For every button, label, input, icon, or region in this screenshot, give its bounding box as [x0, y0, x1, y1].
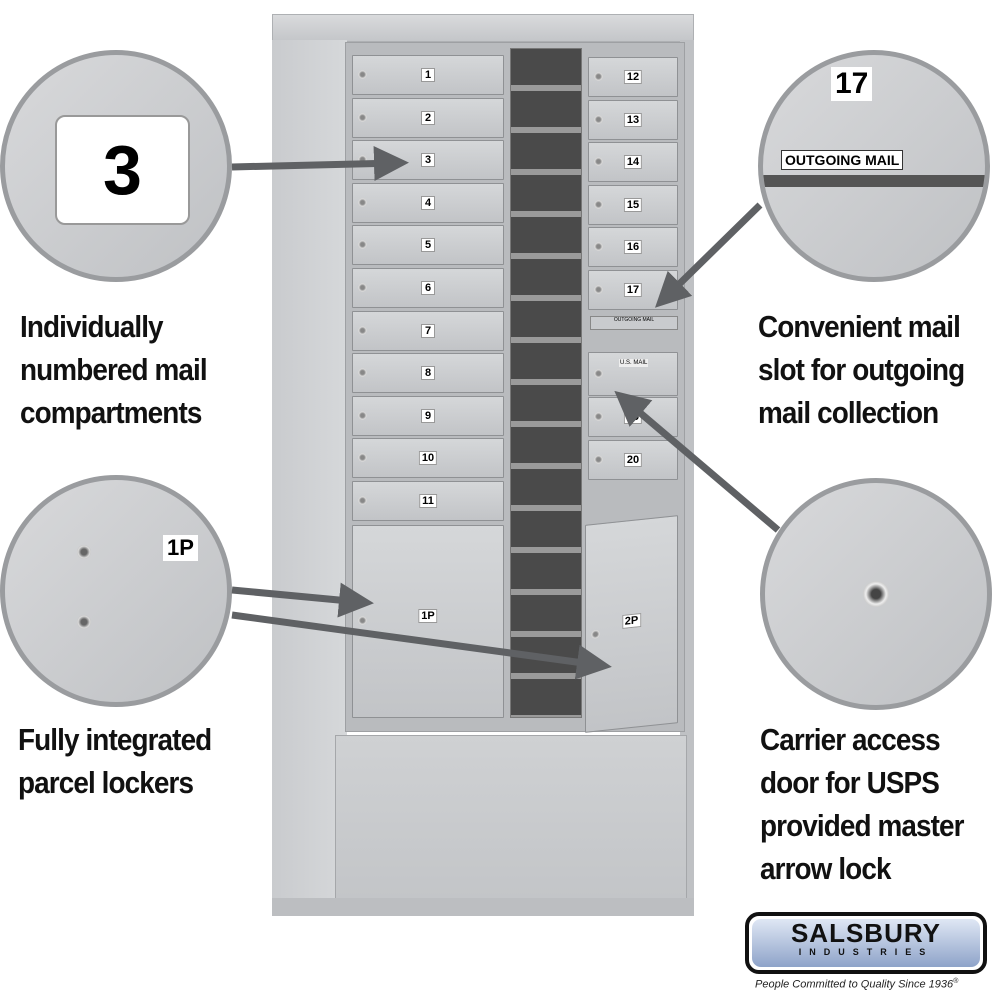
- mail-door[interactable]: 11: [352, 481, 504, 521]
- usps-label: U.S. MAIL: [619, 359, 649, 367]
- lock-icon: [358, 240, 367, 250]
- arrow-lock-icon: [594, 369, 603, 378]
- lock-icon: [594, 157, 603, 167]
- mail-door[interactable]: 15: [588, 184, 678, 225]
- tagline: People Committed to Quality Since 1936®: [755, 978, 959, 991]
- parcel-label: 1P: [418, 609, 438, 623]
- lock-icon: [358, 410, 367, 420]
- door-number: 1: [421, 68, 435, 82]
- door-number: 7: [421, 323, 435, 338]
- door-number: 10: [418, 451, 438, 466]
- door-number: 13: [623, 112, 643, 127]
- outgoing-mail-label: OUTGOING MAIL: [781, 150, 904, 170]
- lock-icon: [594, 412, 603, 421]
- mail-door[interactable]: 16: [588, 227, 678, 268]
- zoom-number-circle: 3: [0, 50, 232, 282]
- lock-icon: [358, 453, 367, 463]
- outgoing-slot[interactable]: OUTGOING MAIL: [590, 316, 678, 330]
- lock-icon: [358, 112, 367, 122]
- lock-icon: [594, 114, 603, 124]
- lock-icon: [77, 545, 91, 559]
- mail-door[interactable]: 12: [588, 57, 678, 97]
- door-number: 5: [421, 238, 435, 253]
- door-number: 14: [623, 155, 643, 170]
- door-number: 16: [623, 240, 643, 255]
- door-number: 4: [421, 195, 435, 210]
- salsbury-logo: SALSBURY INDUSTRIES: [745, 912, 987, 974]
- lock-icon: [358, 368, 367, 378]
- lock-icon: [358, 496, 367, 505]
- mail-slot: [763, 175, 985, 187]
- lock-icon: [358, 325, 367, 335]
- mail-door[interactable]: 20: [588, 439, 678, 480]
- door-number: 20: [623, 452, 643, 467]
- parcel-locker-1p[interactable]: 1P: [352, 525, 504, 718]
- mail-door[interactable]: 4: [352, 182, 504, 223]
- mail-door[interactable]: 2: [352, 97, 504, 138]
- mail-door[interactable]: 6: [352, 268, 504, 308]
- mail-door[interactable]: 19: [588, 397, 678, 437]
- cabinet-side: [272, 40, 347, 915]
- lock-icon: [358, 283, 367, 292]
- mail-door[interactable]: 13: [588, 99, 678, 140]
- carrier-access-door[interactable]: U.S. MAIL: [588, 352, 678, 396]
- lock-icon: [594, 454, 603, 464]
- parcel-plate: 1P: [163, 535, 198, 561]
- mail-door[interactable]: 5: [352, 225, 504, 266]
- mail-door[interactable]: 1: [352, 55, 504, 95]
- lock-icon: [358, 197, 367, 207]
- door-number: 15: [623, 197, 643, 212]
- lock-icon: [594, 285, 603, 294]
- zoom-parcel-circle: 1P: [0, 475, 232, 707]
- lock-icon: [358, 155, 367, 165]
- cabinet-base: [335, 735, 687, 900]
- door-number: 9: [421, 408, 435, 423]
- mail-door[interactable]: 9: [352, 395, 504, 436]
- door-number: 8: [421, 366, 435, 381]
- open-compartment: [510, 48, 582, 718]
- lock-icon: [358, 70, 367, 79]
- slot-label: OUTGOING MAIL: [613, 317, 655, 323]
- lock-icon: [594, 199, 603, 209]
- mail-door[interactable]: 14: [588, 142, 678, 183]
- zoom-lock-circle: [760, 478, 992, 710]
- number-plate: 17: [831, 67, 873, 101]
- lock-icon: [358, 616, 367, 625]
- mail-door[interactable]: 7: [352, 310, 504, 351]
- door-number: 6: [421, 281, 435, 295]
- zoom-slot-circle: 17 OUTGOING MAIL: [758, 50, 990, 282]
- mail-door[interactable]: 17: [588, 270, 678, 310]
- parcel-label: 2P: [621, 612, 642, 630]
- mail-door[interactable]: 3: [352, 140, 504, 181]
- cabinet-plinth: [272, 898, 694, 916]
- arrow-lock-icon: [863, 581, 889, 607]
- door-number: 3: [421, 153, 435, 168]
- lock-icon: [77, 615, 91, 629]
- logo-name: SALSBURY: [790, 918, 942, 948]
- door-number: 19: [623, 410, 643, 424]
- logo-sub: INDUSTRIES: [798, 947, 934, 957]
- door-number: 17: [623, 283, 643, 297]
- lock-icon: [591, 629, 600, 640]
- door-number: 2: [421, 110, 435, 125]
- mail-door[interactable]: 10: [352, 438, 504, 479]
- number-plate: 3: [55, 115, 190, 225]
- door-number: 12: [623, 70, 643, 84]
- mail-door[interactable]: 8: [352, 353, 504, 394]
- lock-icon: [594, 242, 603, 252]
- parcel-locker-2p[interactable]: 2P: [585, 515, 678, 733]
- door-number: 11: [419, 494, 437, 508]
- lock-icon: [594, 72, 603, 81]
- cabinet-top: [272, 14, 694, 42]
